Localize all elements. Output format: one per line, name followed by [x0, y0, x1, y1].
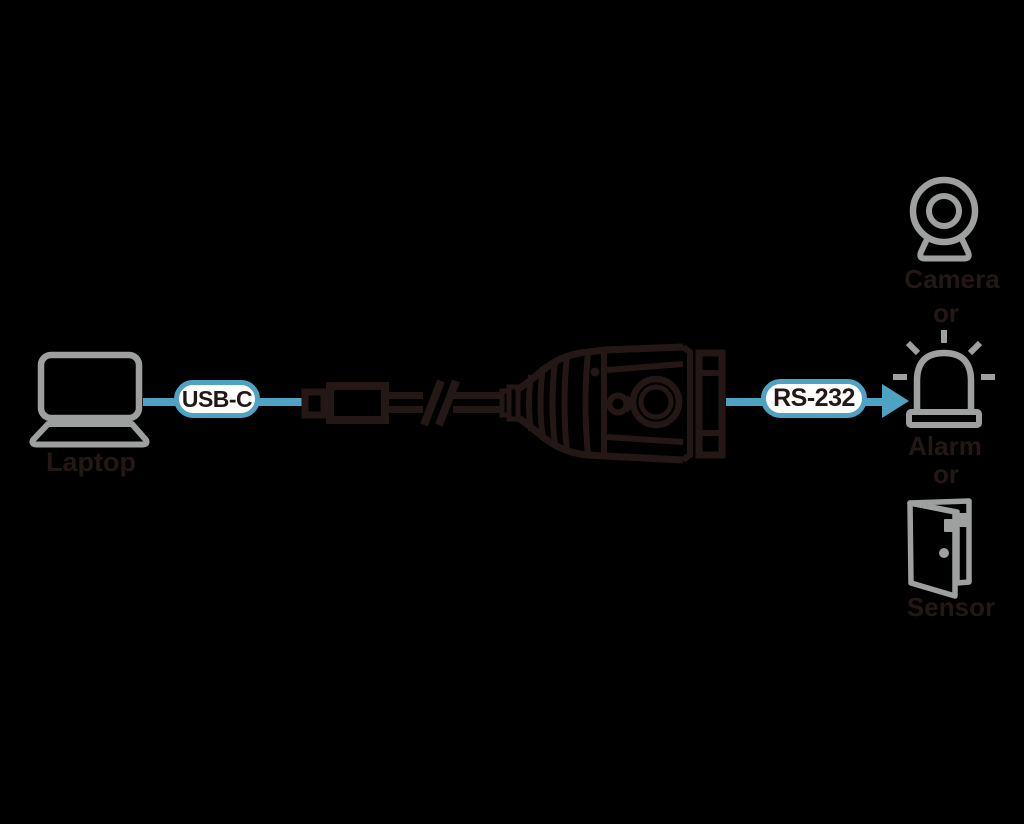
- usb-c-plug-icon: [301, 388, 328, 419]
- laptop-icon: [29, 351, 150, 448]
- webcam-icon: [909, 176, 979, 262]
- usb-c-badge: USB-C: [174, 380, 260, 418]
- or-separator: or: [933, 298, 959, 328]
- alarm-siren-icon: [893, 330, 995, 428]
- arrow-right-icon: [882, 384, 909, 418]
- usb-to-serial-adapter-icon: [301, 343, 726, 464]
- rs-232-badge: RS-232: [761, 379, 867, 418]
- alarm-label: Alarm: [908, 431, 982, 461]
- cable-break-icon: [420, 379, 460, 427]
- or-separator: or: [933, 459, 959, 489]
- sensor-label: Sensor: [906, 592, 996, 622]
- laptop-label: Laptop: [46, 447, 136, 477]
- door-sensor-icon: [907, 498, 972, 599]
- db9-flange-icon: [695, 349, 726, 459]
- camera-label: Camera: [904, 264, 1000, 294]
